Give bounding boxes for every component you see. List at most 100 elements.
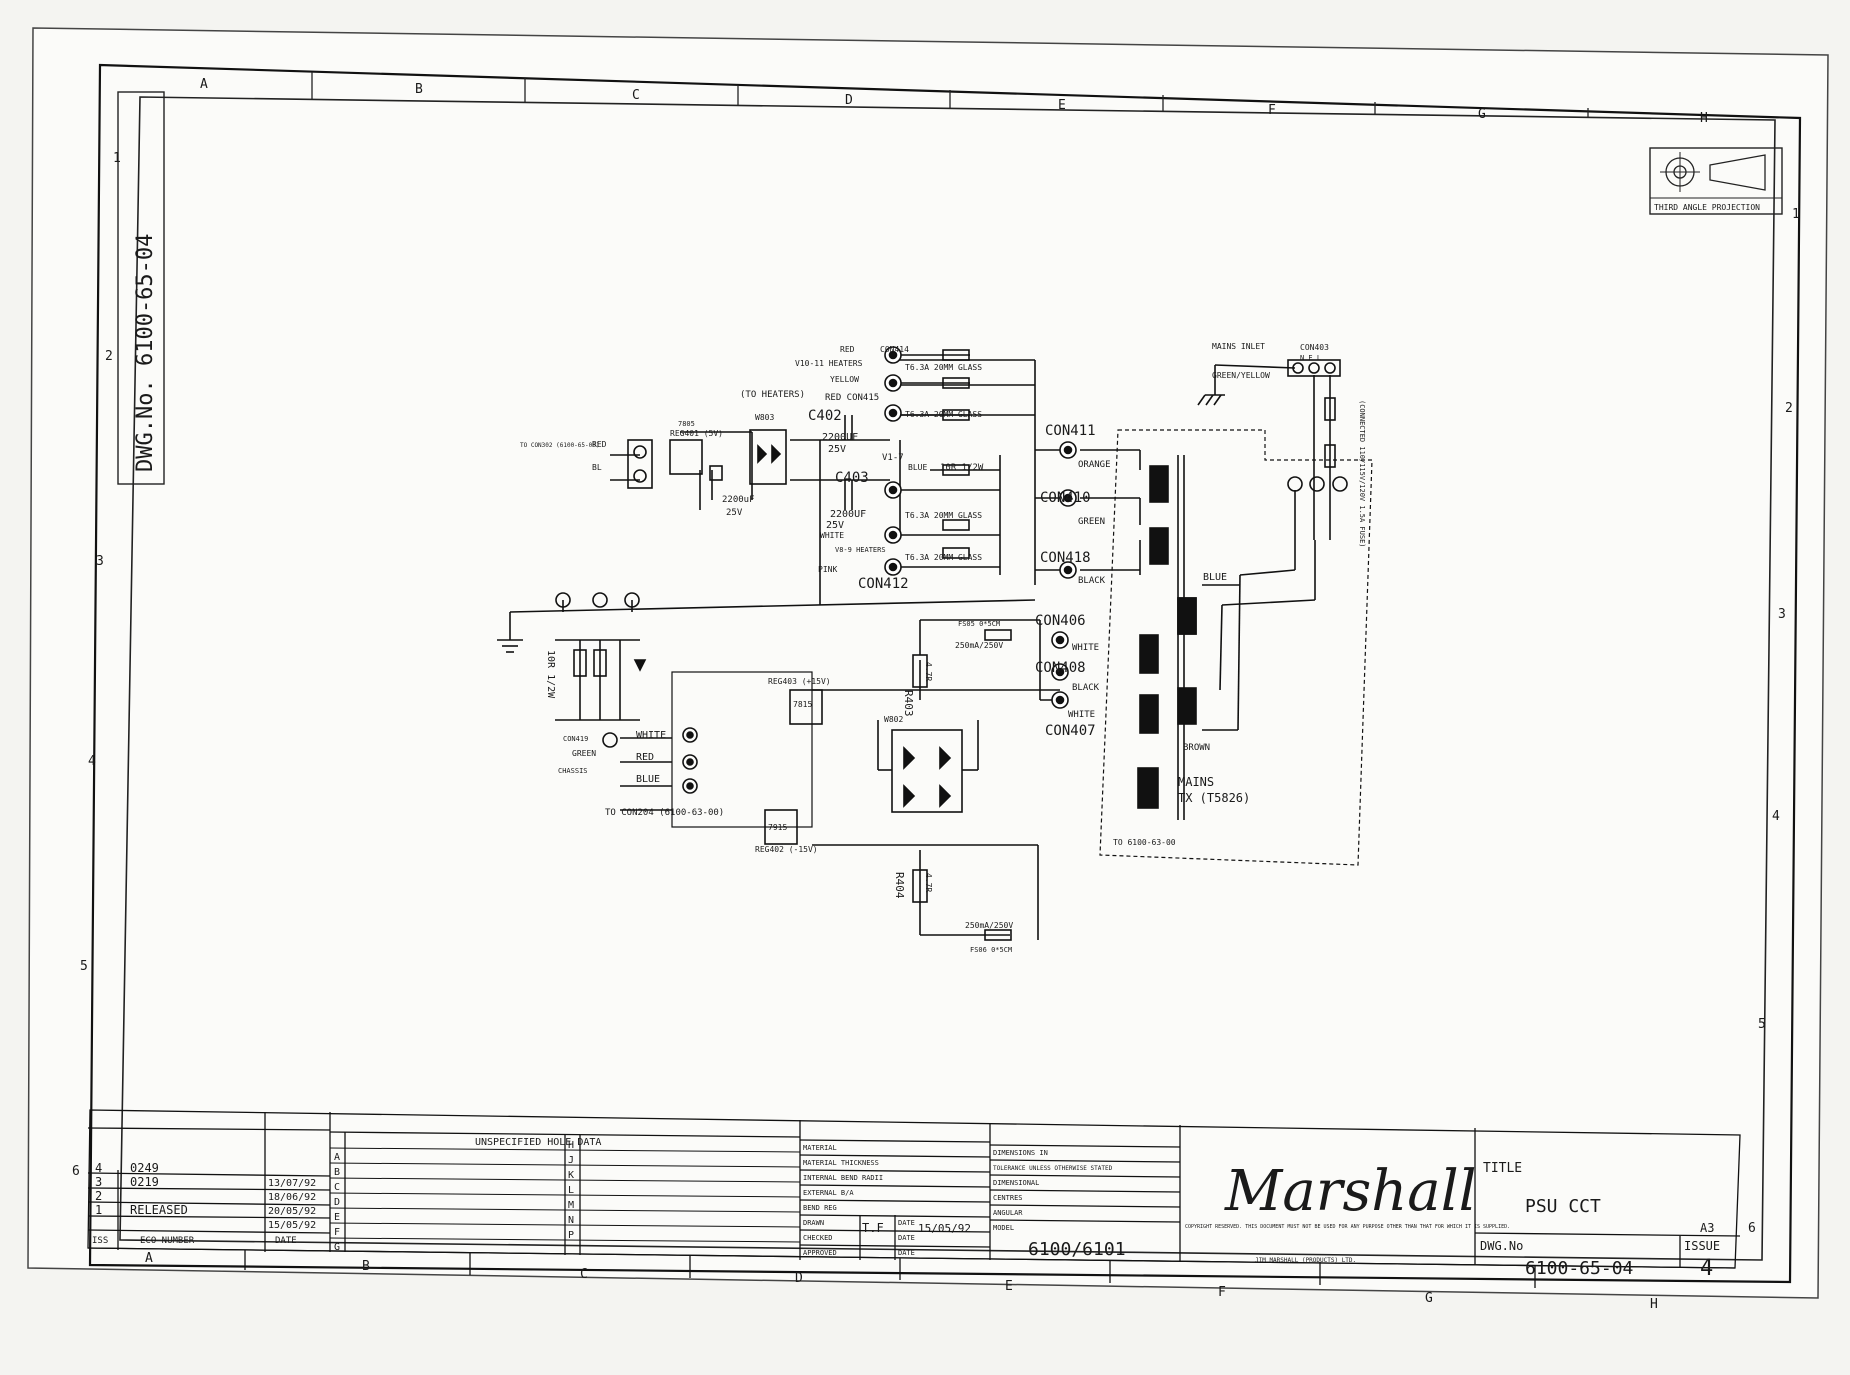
- bend-reg-label: BEND REG: [803, 1204, 837, 1212]
- to-heaters-label: (TO HEATERS): [740, 390, 805, 400]
- internal-bend-label: INTERNAL BEND RADII: [803, 1174, 883, 1182]
- date-label-1: DATE: [898, 1219, 915, 1227]
- zone-bottom-e: E: [1005, 1279, 1013, 1294]
- issue-value: 4: [1700, 1256, 1713, 1281]
- mains-tx-part: TX (T5826): [1178, 791, 1250, 805]
- checked-label: CHECKED: [803, 1234, 833, 1242]
- reg403-part: 7815: [793, 700, 812, 709]
- zone-left-1: 1: [113, 151, 121, 166]
- c403-value: 2200UF: [830, 509, 866, 520]
- hole-letter-b: B: [334, 1167, 340, 1178]
- zone-right-5: 5: [1758, 1017, 1766, 1032]
- white-right2-label: WHITE: [1068, 710, 1095, 720]
- reg401-label: REG401 (5V): [670, 429, 723, 438]
- hole-letter-e: E: [334, 1212, 340, 1223]
- tolerance-label: TOLERANCE UNLESS OTHERWISE STATED: [993, 1165, 1113, 1172]
- c402-value: 2200UF: [822, 432, 858, 443]
- blue-label: BLUE: [908, 463, 927, 472]
- con411-label: CON411: [1045, 423, 1096, 439]
- issue-row-2-iss: 3: [95, 1175, 102, 1189]
- yellow-label: YELLOW: [830, 375, 859, 384]
- white-right-label: WHITE: [1072, 643, 1099, 653]
- zone-top-b: B: [415, 82, 423, 97]
- c402-label: C402: [808, 408, 842, 424]
- centres-label: CENTRES: [993, 1194, 1023, 1202]
- side-fuse-note: (CONNECTED 110/115V/120V 1.5A FUSE): [1358, 400, 1366, 548]
- con407-label: CON407: [1045, 723, 1096, 739]
- fs05-label: FS05 0*5CM: [958, 620, 1000, 628]
- hole-letter-g: G: [334, 1242, 340, 1253]
- hole-letter-d: D: [334, 1197, 340, 1208]
- hole-letter-m: M: [568, 1200, 574, 1211]
- col-eco-label: ECO NUMBER: [140, 1236, 195, 1246]
- issue-row-2-date: 13/07/92: [268, 1178, 316, 1189]
- mains-tx-label: MAINS: [1178, 775, 1214, 789]
- zone-right-4: 4: [1772, 809, 1780, 824]
- to-6100-63-00-label: TO 6100-63-00: [1113, 838, 1176, 847]
- green-right-label: GREEN: [1078, 517, 1105, 527]
- hole-letter-n: N: [568, 1215, 574, 1226]
- blue-tx-label: BLUE: [1203, 572, 1227, 583]
- zone-left-5: 5: [80, 959, 88, 974]
- zone-left-2: 2: [105, 349, 113, 364]
- zone-right-2: 2: [1785, 401, 1793, 416]
- c402-voltage: 25V: [828, 444, 846, 455]
- hole-data-title: UNSPECIFIED HOLE DATA: [475, 1137, 601, 1148]
- c401-value: 2200uF: [722, 495, 755, 505]
- con412-label: CON412: [858, 576, 909, 592]
- zone-left-6: 6: [72, 1164, 80, 1179]
- outer-frame: [88, 63, 1802, 1284]
- col-iss-label: ISS: [92, 1236, 108, 1246]
- con414-label: CON414: [880, 345, 909, 354]
- hole-letter-h: H: [568, 1140, 574, 1151]
- r404-label: R404: [893, 872, 906, 899]
- top-zone-ticks: [311, 72, 1589, 117]
- marshall-logo: Marshall: [1224, 1159, 1477, 1224]
- zone-top-a: A: [200, 77, 208, 92]
- r-10r-label: 10R 1/2W: [545, 650, 556, 699]
- issue-row-3-iss: 2: [95, 1189, 102, 1203]
- fuse-glass-1: T6.3A 20MM GLASS: [905, 363, 982, 372]
- zone-right-1: 1: [1792, 207, 1800, 222]
- zone-top-g: G: [1478, 107, 1486, 122]
- orange-label: ORANGE: [1078, 460, 1111, 470]
- zone-bottom-a: A: [145, 1251, 153, 1266]
- reg401-part: 7805: [678, 420, 695, 428]
- con408-label: CON408: [1035, 660, 1086, 676]
- issue-row-1-iss: 4: [95, 1161, 102, 1175]
- pink-label: PINK: [818, 565, 837, 574]
- black-label: BLACK: [1078, 576, 1106, 586]
- hole-letter-j: J: [568, 1155, 574, 1166]
- title-label: TITLE: [1483, 1161, 1522, 1176]
- external-label: EXTERNAL B/A: [803, 1189, 854, 1197]
- r401-value: 10R 1/2W: [940, 463, 984, 473]
- zone-bottom-d: D: [795, 1271, 803, 1286]
- v1-7-label: V1-7: [882, 453, 904, 463]
- sheet-size: A3: [1700, 1221, 1714, 1235]
- red-label: RED: [840, 345, 855, 354]
- dwg-no-vertical: DWG.No. 6100-65-04: [133, 234, 158, 472]
- drawn-date: 15/05/92: [918, 1222, 971, 1235]
- white-label: WHITE: [820, 531, 844, 540]
- psu-schematic: [497, 346, 1373, 941]
- model-label: MODEL: [993, 1224, 1014, 1232]
- to-con204-label: TO CON204 (6100-63-00): [605, 808, 724, 818]
- r404-value: 4.7R: [924, 873, 933, 892]
- reg403-label: REG403 (+15V): [768, 677, 831, 686]
- chassis-label: CHASSIS: [558, 767, 588, 775]
- zone-top-e: E: [1058, 98, 1066, 113]
- zone-top-d: D: [845, 93, 853, 108]
- issue-row-4-eco: RELEASED: [130, 1203, 188, 1217]
- to-con302-label: TO CON302 (6100-65-00): [520, 442, 599, 449]
- title-block-lines: [87, 1109, 1741, 1288]
- fs05-value: 250mA/250V: [955, 641, 1003, 650]
- con403-label: CON403: [1300, 343, 1329, 352]
- r403-label: R403: [902, 690, 915, 717]
- zone-bottom-f: F: [1218, 1285, 1226, 1300]
- approved-label: APPROVED: [803, 1249, 837, 1257]
- hole-data-rows: [329, 1147, 801, 1243]
- drawn-by: T.F: [862, 1221, 884, 1235]
- issue-row-3-date: 18/06/92: [268, 1192, 316, 1203]
- company-name: JIM MARSHALL (PRODUCTS) LTD.: [1255, 1257, 1356, 1264]
- zone-top-c: C: [632, 88, 640, 103]
